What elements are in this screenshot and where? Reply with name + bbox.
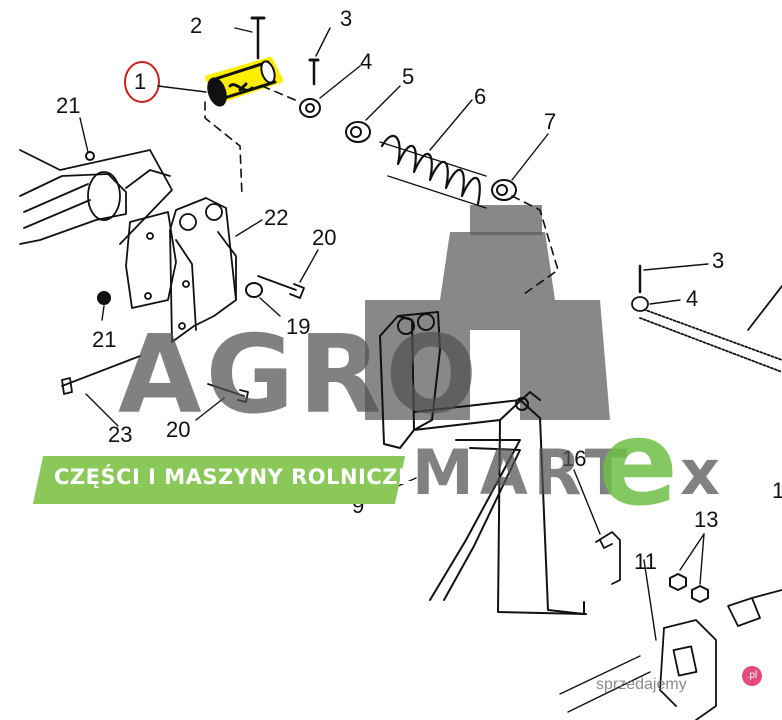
part-19-nut	[245, 282, 263, 298]
callout-1: 1	[134, 69, 147, 94]
part-20-bolt	[257, 275, 305, 299]
part-4-washer	[299, 98, 321, 118]
callout-2: 2	[190, 13, 203, 38]
marketplace-badge-icon: .pl	[742, 666, 762, 686]
watermark-mart: MART	[412, 436, 633, 509]
callout-4: 4	[360, 49, 373, 74]
callout-16: 16	[562, 446, 587, 471]
callout-11: 11	[634, 549, 657, 574]
callout-22: 22	[264, 205, 289, 230]
part-20-lower-bolt	[207, 383, 249, 403]
watermark-x: x	[680, 436, 720, 509]
callout-23: 23	[108, 422, 133, 447]
part-9-upper-link-frame	[379, 311, 587, 615]
callout-19: 19	[286, 314, 311, 339]
part-3-pin	[308, 58, 320, 86]
linkage-rod	[631, 264, 782, 373]
watermark-agro: AGRO	[118, 313, 482, 438]
part-2-bolt	[250, 16, 266, 60]
tractor-watermark-icon	[365, 205, 610, 420]
part-13-nut	[669, 573, 709, 603]
callout-13: 13	[694, 507, 719, 532]
part-16-hook	[595, 531, 621, 585]
callout-3: 3	[340, 6, 353, 31]
callout-4-right: 4	[686, 286, 699, 311]
callout-3-right: 3	[712, 248, 725, 273]
alignment-dashed-line	[204, 101, 243, 197]
axle-tube-assembly	[19, 149, 173, 245]
marketplace-watermark: sprzedajemy	[596, 676, 687, 693]
part-23-bolt	[61, 355, 141, 395]
callout-1-edge: 1	[772, 478, 782, 503]
callout-20-bottom: 20	[166, 417, 191, 442]
callout-6: 6	[474, 84, 487, 109]
callout-20-top: 20	[312, 225, 337, 250]
callout-5: 5	[402, 64, 415, 89]
watermark-e: e	[598, 394, 679, 532]
callout-1-circle	[124, 61, 160, 103]
part-5-bushing	[345, 121, 371, 143]
callout-7: 7	[544, 109, 557, 134]
part-6-spring	[379, 134, 487, 209]
callout-21-top: 21	[56, 93, 81, 118]
part-1-bushing-highlighted	[205, 57, 283, 107]
part-22-bracket	[125, 197, 237, 343]
tagline-text: CZĘŚCI I MASZYNY ROLNICZE	[54, 465, 413, 489]
callout-21-bottom: 21	[92, 327, 117, 352]
part-11-bracket	[659, 589, 782, 720]
part-7-bushing	[491, 179, 517, 201]
part-21-nut	[97, 291, 111, 305]
